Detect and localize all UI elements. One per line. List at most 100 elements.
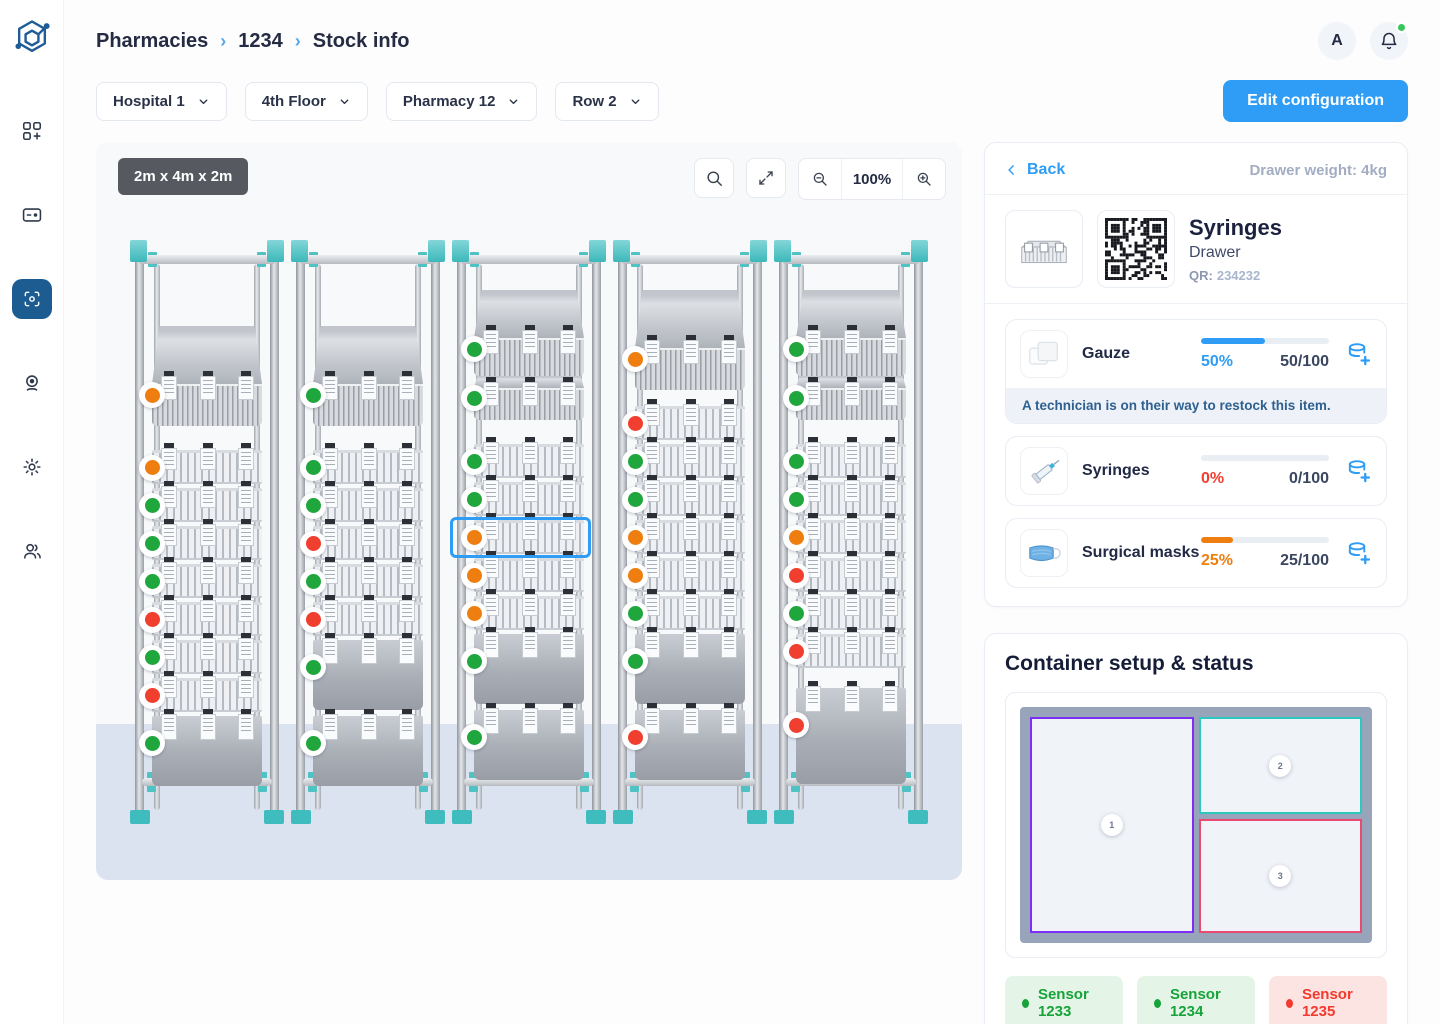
sidebar-item-users[interactable]	[12, 531, 52, 571]
breadcrumb-item[interactable]: Pharmacies	[96, 29, 209, 52]
rack-drawer[interactable]	[622, 703, 745, 780]
zoom-out-button[interactable]	[799, 159, 841, 199]
label-chip-icon	[844, 325, 861, 354]
rack-drawer-row[interactable]	[300, 481, 423, 522]
rack-drawer-row[interactable]	[461, 475, 584, 516]
label-chip-icon	[643, 399, 660, 426]
rack-drawer-row[interactable]	[450, 513, 591, 558]
rack-basket[interactable]	[300, 326, 423, 426]
rack-basket[interactable]	[139, 326, 262, 426]
rack-drawer-row[interactable]	[622, 551, 745, 592]
edit-configuration-button[interactable]: Edit configuration	[1223, 80, 1408, 122]
rack-drawer-row[interactable]	[300, 557, 423, 598]
rack-basket[interactable]	[783, 290, 906, 376]
notifications-button[interactable]	[1370, 22, 1408, 60]
sensor-badge-1234[interactable]: Sensor 1234	[1137, 976, 1255, 1024]
rect	[1113, 226, 1117, 230]
sidebar-item-dashboard[interactable]	[12, 111, 52, 151]
rack-drawer-row[interactable]	[622, 475, 745, 516]
rack-drawer[interactable]	[300, 709, 423, 786]
rack-drawer-row[interactable]	[139, 443, 262, 484]
rect	[1143, 268, 1147, 272]
rack-basket[interactable]	[461, 290, 584, 376]
container-region-3[interactable]: 3	[1198, 819, 1362, 933]
rack-area	[130, 234, 928, 824]
rack-drawer[interactable]	[461, 627, 584, 704]
rack-drawer[interactable]	[622, 627, 745, 704]
rack-drawer[interactable]	[461, 703, 584, 780]
path	[22, 458, 41, 476]
fullscreen-button[interactable]	[746, 158, 786, 198]
rack-drawer-row[interactable]	[139, 671, 262, 712]
dot-in	[627, 653, 643, 669]
rack-drawer-row[interactable]	[783, 627, 906, 668]
back-button[interactable]: Back	[1005, 161, 1065, 179]
path	[24, 291, 29, 297]
sidebar-item-camera[interactable]	[12, 363, 52, 403]
rack-drawer-row[interactable]	[139, 633, 262, 674]
rack-drawer[interactable]	[783, 681, 906, 784]
rack-drawer-row[interactable]	[139, 557, 262, 598]
avatar[interactable]: A	[1318, 22, 1356, 60]
rack-drawer-row[interactable]	[783, 589, 906, 630]
rack-basket[interactable]	[461, 376, 584, 420]
rect	[1116, 226, 1120, 230]
shelf-canvas[interactable]: 2m x 4m x 2m 100%	[96, 142, 962, 880]
rack-drawer-row[interactable]	[300, 519, 423, 560]
label-chip-icon	[200, 709, 217, 740]
rack-drawer[interactable]	[139, 709, 262, 786]
rect	[1128, 277, 1132, 280]
sidebar-item-scan[interactable]	[11, 279, 52, 319]
rect	[1161, 277, 1165, 280]
filter-dropdown-floor[interactable]: 4th Floor	[244, 81, 368, 121]
rect	[1116, 218, 1120, 221]
rect	[1113, 244, 1117, 248]
rack-drawer-row[interactable]	[783, 475, 906, 516]
rack-drawer-row[interactable]	[622, 399, 745, 440]
rack-drawer-row[interactable]	[461, 589, 584, 630]
search-button[interactable]	[694, 158, 734, 198]
sensor-badge-1233[interactable]: Sensor 1233	[1005, 976, 1123, 1024]
rack-drawer-row[interactable]	[783, 437, 906, 478]
rect	[1134, 271, 1138, 275]
rack-drawer-row[interactable]	[300, 595, 423, 636]
rack-drawer-row[interactable]	[461, 437, 584, 478]
label-chip-icon	[720, 551, 737, 578]
label-chip-icon	[559, 551, 576, 578]
rack-drawer-row[interactable]	[622, 589, 745, 630]
rack-drawer-row[interactable]	[300, 443, 423, 484]
rack-drawer-row[interactable]	[783, 551, 906, 592]
rack-drawer-row[interactable]	[139, 481, 262, 522]
rack-drawer-row[interactable]	[461, 551, 584, 592]
filter-dropdown-pharmacy[interactable]: Pharmacy 12	[385, 81, 538, 121]
rect	[1116, 271, 1120, 275]
rack-drawer-row[interactable]	[622, 513, 745, 554]
label-chip-icon	[559, 437, 576, 464]
sidebar-item-settings[interactable]	[12, 447, 52, 487]
rect	[1158, 226, 1162, 230]
rack-basket[interactable]	[622, 290, 745, 390]
cap	[267, 240, 284, 262]
rack-drawer[interactable]	[300, 633, 423, 710]
breadcrumb-item[interactable]: 1234	[238, 29, 283, 52]
sensor-badge-1235[interactable]: Sensor 1235	[1269, 976, 1387, 1024]
rack-drawer-row[interactable]	[139, 595, 262, 636]
restock-icon[interactable]	[1345, 540, 1372, 567]
status-dot-green	[622, 486, 648, 513]
filter-dropdown-row[interactable]: Row 2	[555, 81, 659, 121]
restock-icon[interactable]	[1345, 458, 1372, 485]
container-region-2[interactable]: 2	[1198, 717, 1362, 815]
rack-drawer-row[interactable]	[783, 513, 906, 554]
restock-icon[interactable]	[1345, 341, 1372, 368]
filter-dropdown-hospital[interactable]: Hospital 1	[96, 81, 227, 121]
rack-drawer-row[interactable]	[139, 519, 262, 560]
container-region-1[interactable]: 1	[1030, 717, 1194, 933]
rack-basket[interactable]	[783, 376, 906, 420]
rack-drawer-row[interactable]	[622, 437, 745, 478]
zoom-in-button[interactable]	[903, 159, 945, 199]
sidebar-item-drawers[interactable]	[12, 195, 52, 235]
